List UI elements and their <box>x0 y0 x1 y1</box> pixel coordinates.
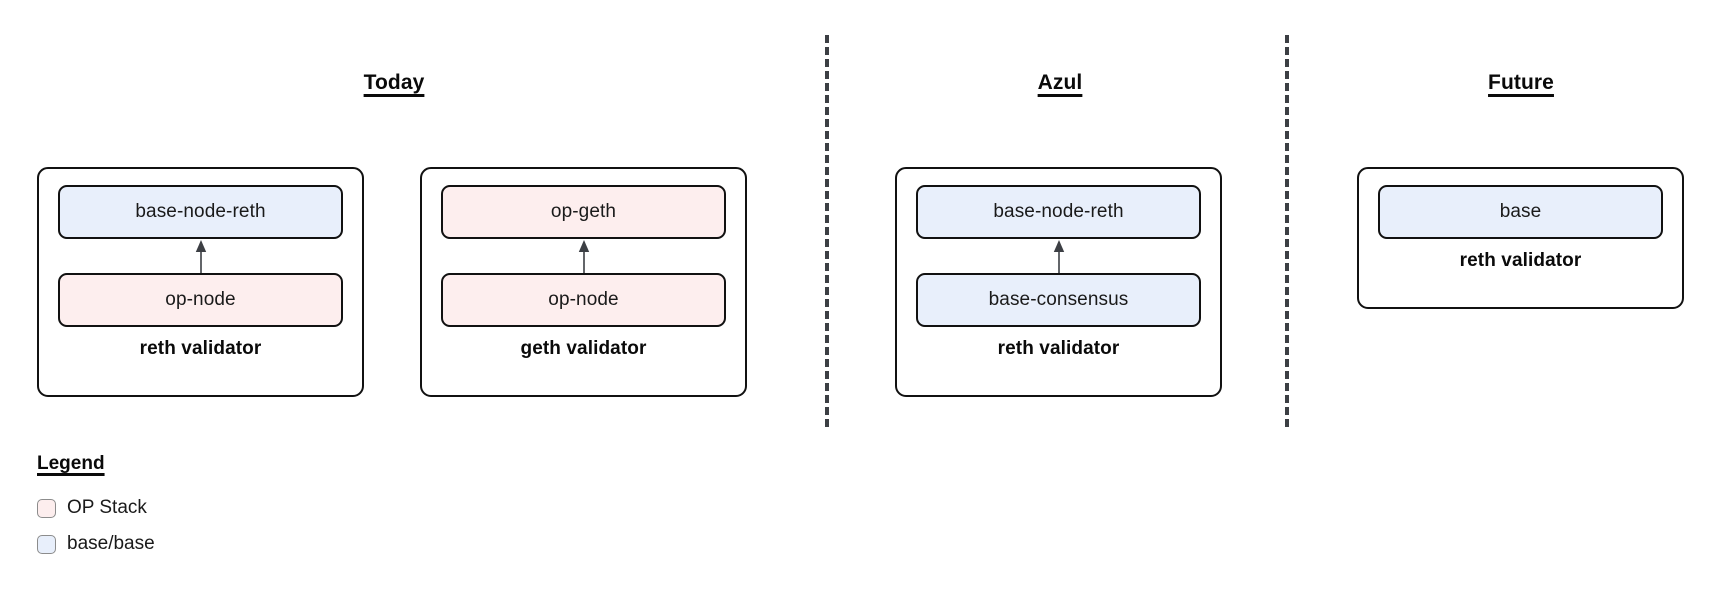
section-title-today: Today <box>363 71 425 94</box>
legend-item: base/base <box>37 533 155 555</box>
validator-card-future-reth-validator: base reth validator <box>1357 167 1684 309</box>
validator-card-azul-reth-validator: base-node-reth base-consensus reth validat… <box>895 167 1222 397</box>
column-divider-2 <box>1285 35 1289 427</box>
node-box-base[interactable]: base <box>1378 185 1663 239</box>
validator-card-today-geth-validator: op-geth op-node geth validator <box>420 167 747 397</box>
section-title-future: Future <box>1488 71 1554 94</box>
legend-item-label: base/base <box>67 533 155 554</box>
validator-label: geth validator <box>520 338 647 359</box>
column-divider-1 <box>825 35 829 427</box>
section-title-azul: Azul <box>1037 71 1083 94</box>
arrow-up-icon <box>441 239 726 273</box>
node-box-base-node-reth[interactable]: base-node-reth <box>58 185 343 239</box>
legend-swatch-icon <box>37 534 56 554</box>
validator-label: reth validator <box>139 338 262 359</box>
node-box-base-node-reth[interactable]: base-node-reth <box>916 185 1201 239</box>
node-box-op-node[interactable]: op-node <box>441 273 726 327</box>
legend-item: OP Stack <box>37 497 155 519</box>
node-box-base-consensus[interactable]: base-consensus <box>916 273 1201 327</box>
legend: Legend OP Stack base/base <box>37 453 155 569</box>
validator-label: reth validator <box>1459 250 1582 271</box>
validator-card-today-reth-validator: base-node-reth op-node reth validator <box>37 167 364 397</box>
legend-item-label: OP Stack <box>67 497 147 518</box>
validator-label: reth validator <box>997 338 1120 359</box>
node-box-op-node[interactable]: op-node <box>58 273 343 327</box>
legend-title: Legend <box>37 453 105 474</box>
node-box-op-geth[interactable]: op-geth <box>441 185 726 239</box>
arrow-up-icon <box>916 239 1201 273</box>
arrow-up-icon <box>58 239 343 273</box>
legend-swatch-icon <box>37 498 56 518</box>
legend-rows: OP Stack base/base <box>37 497 155 555</box>
